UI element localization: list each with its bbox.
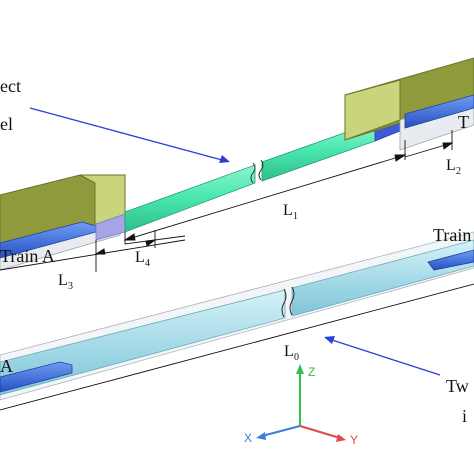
axis-x-label: X	[244, 431, 252, 445]
dim-label-l2: L 2	[446, 157, 461, 177]
svg-text:L: L	[135, 249, 145, 266]
svg-text:2: 2	[456, 166, 461, 177]
train-b-label-upper: T	[458, 112, 469, 132]
dim-label-l3: L 3	[58, 272, 73, 292]
pointer-arrow-connecting	[29, 107, 230, 163]
dim-label-l0: L 0	[284, 343, 299, 363]
svg-text:1: 1	[293, 211, 298, 222]
partial-label-bottom-1: Tw	[446, 376, 469, 396]
svg-text:L: L	[283, 202, 293, 219]
dimension-lines-upper	[0, 130, 454, 272]
connecting-tunnel	[124, 121, 376, 233]
svg-text:0: 0	[294, 352, 299, 363]
svg-text:L: L	[446, 157, 456, 174]
train-b-upper	[404, 94, 474, 129]
svg-text:L: L	[284, 343, 294, 360]
partial-label-bottom-2: i	[462, 406, 467, 426]
dim-label-l4: L 4	[135, 249, 150, 269]
dim-label-l1: L 1	[283, 202, 298, 222]
lower-configuration: A Train Tw i L 0	[0, 225, 474, 426]
svg-text:3: 3	[68, 281, 73, 292]
partial-label-top-1: ect	[0, 76, 21, 96]
axis-y-label: Y	[350, 433, 358, 447]
upper-configuration: ect el Train A T L 1 L 2 L 3 L 4	[0, 57, 474, 292]
train-a-label-lower: A	[0, 356, 13, 376]
dimension-line-l0	[0, 283, 474, 411]
right-portal-box	[344, 57, 474, 151]
partial-label-top-2: el	[0, 114, 13, 134]
axis-triad: Z X Y	[244, 364, 358, 447]
svg-text:4: 4	[145, 258, 150, 269]
axis-z-label: Z	[308, 365, 315, 379]
pointer-arrow-single	[324, 336, 441, 376]
train-b-label-lower: Train	[433, 225, 471, 245]
train-a-lower	[0, 361, 73, 393]
train-a-label-upper: Train A	[0, 246, 55, 266]
svg-text:L: L	[58, 272, 68, 289]
train-b-lower	[427, 249, 474, 271]
